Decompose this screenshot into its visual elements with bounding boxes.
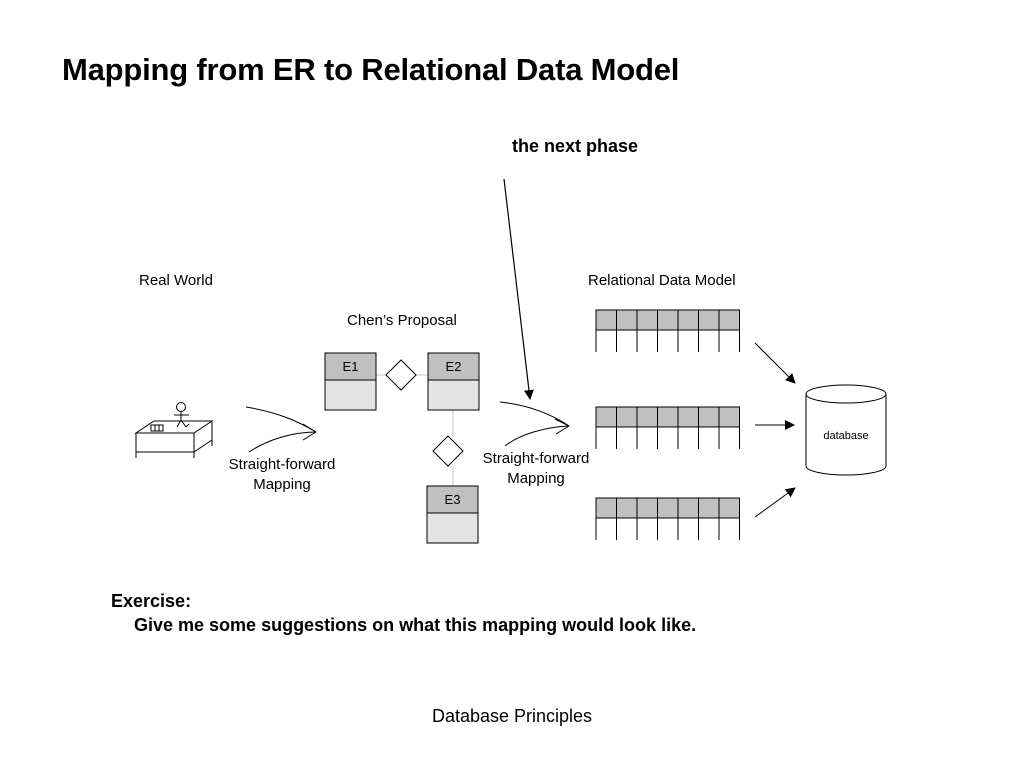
database-label: database	[823, 430, 868, 442]
database-cylinder-icon	[805, 384, 887, 476]
relational-table	[595, 309, 740, 352]
mapping-arrow-1	[245, 406, 317, 453]
entity-e3	[426, 485, 479, 544]
exercise-text: Give me some suggestions on what this ma…	[134, 615, 697, 635]
table-to-db-arrow-1	[754, 342, 796, 384]
exercise-heading: Exercise:	[111, 591, 192, 611]
mapping-label-2-line1: Straight-forward	[482, 450, 590, 467]
mapping-label-1-line1: Straight-forward	[228, 456, 336, 473]
slide-footer: Database Principles	[431, 706, 593, 726]
entity-e3-label: E3	[445, 492, 461, 507]
entity-e1	[324, 352, 377, 411]
mapping-label-1-line2: Mapping	[253, 476, 311, 493]
entity-e2	[427, 352, 480, 411]
next-phase-annotation: the next phase	[512, 136, 639, 156]
mapping-label-1: Straight-forward Mapping	[217, 455, 347, 495]
real-world-label: Real World	[139, 272, 213, 289]
table-header	[595, 406, 740, 428]
exercise-block: Exercise: Give me some suggestions on wh…	[111, 589, 696, 637]
table-header	[595, 309, 740, 331]
relational-table	[595, 497, 740, 540]
mapping-arrow-2	[499, 401, 570, 447]
relationship-diamond-2	[432, 435, 464, 467]
real-world-desk-icon	[134, 402, 214, 458]
entity-e2-label: E2	[446, 359, 462, 374]
slide-title: Mapping from ER to Relational Data Model	[62, 52, 680, 87]
mapping-label-2: Straight-forward Mapping	[471, 449, 601, 489]
entity-e1-label: E1	[343, 359, 359, 374]
next-phase-arrow	[503, 178, 534, 400]
table-to-db-arrow-3	[754, 487, 796, 518]
table-header	[595, 497, 740, 519]
relational-model-label: Relational Data Model	[588, 272, 736, 289]
relationship-diamond-1	[385, 359, 417, 391]
relational-table	[595, 406, 740, 449]
chen-proposal-label: Chen’s Proposal	[347, 312, 457, 329]
relational-tables	[595, 309, 740, 540]
er-diagram	[324, 352, 480, 544]
mapping-label-2-line2: Mapping	[507, 470, 565, 487]
